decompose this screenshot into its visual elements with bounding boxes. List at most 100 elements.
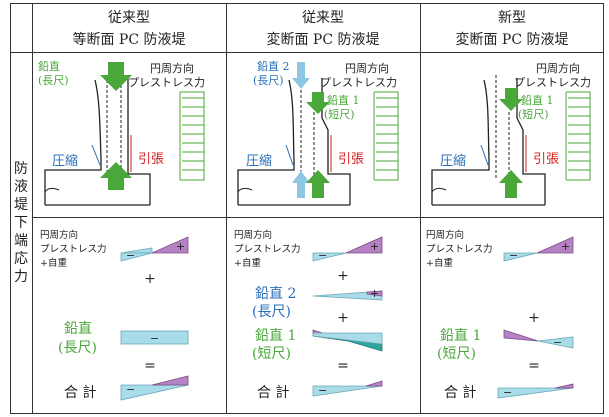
plus-sign: + bbox=[370, 240, 379, 253]
circ-stress-label: 円周方向 bbox=[40, 229, 78, 241]
plus-sign: + bbox=[176, 240, 185, 253]
compression-label: 圧縮 bbox=[440, 153, 466, 169]
bottom-panel-col2: 円周方向 プレストレス力 +自重 − + + 鉛直 2 (長尺) + + 鉛直 … bbox=[234, 229, 383, 401]
header-col1-line1: 従来型 bbox=[108, 10, 150, 26]
stress-total-area bbox=[365, 380, 383, 387]
circ-stress-label: 円周方向 bbox=[426, 229, 464, 241]
circ-label-sub: プレストレス力 bbox=[128, 76, 205, 89]
tension-label: 引張 bbox=[138, 152, 164, 167]
compression-arrow bbox=[285, 144, 294, 166]
header-col1-line2: 等断面 PC 防液堤 bbox=[72, 31, 185, 48]
side-char: 堤 bbox=[14, 197, 28, 213]
vertical1-label-sub: (短尺) bbox=[518, 107, 549, 121]
equals-operator: = bbox=[337, 358, 349, 374]
vertical-label: 鉛直 bbox=[38, 59, 60, 73]
top-panel-col1: 鉛直 (長尺) 円周方向 プレストレス力 圧縮 引張 bbox=[38, 59, 205, 206]
wall-foot-curve bbox=[44, 187, 60, 193]
bottom-panel-col3: 円周方向 プレストレス力 +自重 − + + 鉛直 1 (短尺) − = 合 計… bbox=[426, 229, 574, 401]
vert-long-label: 鉛直 bbox=[64, 320, 92, 337]
compression-label: 圧縮 bbox=[52, 153, 78, 169]
tension-label: 引張 bbox=[338, 152, 364, 167]
side-char: 応 bbox=[14, 251, 28, 267]
stress-total-area bbox=[554, 383, 574, 389]
prestress-arrows bbox=[376, 97, 398, 171]
down-arrow-light bbox=[292, 62, 310, 89]
plus-sign: + bbox=[561, 240, 570, 253]
minus-sign: − bbox=[318, 249, 327, 262]
prestress-arrows bbox=[182, 97, 204, 171]
stress-total-area bbox=[312, 385, 383, 397]
minus-sign: − bbox=[503, 386, 512, 399]
stress-minus-area bbox=[312, 332, 383, 345]
minus-sign: − bbox=[509, 249, 518, 262]
equals-operator: = bbox=[144, 358, 156, 374]
compression-arrow bbox=[91, 144, 101, 166]
prestress-distribution bbox=[565, 91, 591, 181]
wall-outline bbox=[431, 78, 546, 205]
circ-label: 円周方向 bbox=[150, 61, 194, 75]
vertical1-label: 鉛直 1 bbox=[327, 93, 360, 107]
stress-plus-area bbox=[366, 290, 383, 297]
down-arrow bbox=[100, 62, 132, 91]
wall-foot-curve bbox=[431, 187, 447, 193]
vert2-label: 鉛直 2 bbox=[255, 285, 296, 302]
table-grid bbox=[10, 3, 604, 414]
wall-outline bbox=[237, 78, 351, 205]
minus-sign: − bbox=[126, 383, 135, 396]
bottom-panel-col1: 円周方向 プレストレス力 +自重 − + + 鉛直 (長尺) − = 合 計 − bbox=[40, 229, 189, 401]
circ-stress-label: +自重 bbox=[426, 257, 453, 269]
stress-minus-area bbox=[120, 330, 189, 345]
top-panel-col3: 円周方向 プレストレス力 鉛直 1 (短尺) 圧縮 引張 bbox=[431, 61, 591, 206]
vert1-label: 鉛直 1 bbox=[440, 327, 481, 344]
minus-sign: − bbox=[318, 384, 327, 397]
wall-foot-curve bbox=[237, 187, 253, 193]
stress-plus-area bbox=[536, 236, 574, 254]
circ-label-sub: プレストレス力 bbox=[320, 76, 397, 89]
stress-total-area bbox=[497, 387, 574, 399]
compression-arrow bbox=[480, 144, 489, 166]
prestress-distribution bbox=[373, 91, 399, 181]
equals-operator: = bbox=[528, 358, 540, 374]
stress-minus-area bbox=[503, 252, 538, 262]
down-arrow bbox=[306, 92, 330, 114]
stress-total-area bbox=[151, 375, 189, 386]
side-char: 力 bbox=[14, 269, 28, 285]
down-arrow bbox=[499, 88, 523, 111]
side-char: 下 bbox=[14, 215, 28, 231]
plus-operator: + bbox=[144, 271, 156, 287]
top-panel-col2: 鉛直 2 (長尺) 円周方向 プレストレス力 鉛直 1 (短尺) 圧縮 引張 bbox=[237, 59, 399, 206]
vert1-label: 鉛直 1 bbox=[255, 327, 296, 344]
minus-sign: − bbox=[553, 336, 562, 349]
up-arrow bbox=[306, 170, 330, 198]
up-arrow bbox=[100, 162, 132, 190]
prestress-arrows bbox=[568, 97, 590, 171]
circ-stress-label: プレストレス力 bbox=[426, 243, 493, 255]
stress-plus-area bbox=[345, 236, 383, 254]
circ-label-sub: プレストレス力 bbox=[514, 76, 591, 89]
stress-minus-area bbox=[312, 252, 347, 262]
circ-stress-label: プレストレス力 bbox=[234, 243, 301, 255]
stress-plus-area bbox=[151, 236, 189, 254]
vertical1-label-sub: (短尺) bbox=[324, 107, 355, 121]
circ-label: 円周方向 bbox=[345, 61, 389, 75]
vertical1-label: 鉛直 1 bbox=[521, 93, 554, 107]
circ-stress-label: +自重 bbox=[234, 257, 261, 269]
compression-label: 圧縮 bbox=[246, 153, 272, 169]
prestress-distribution bbox=[179, 91, 205, 181]
circ-stress-label: プレストレス力 bbox=[40, 243, 107, 255]
vert1-label-sub: (短尺) bbox=[252, 346, 291, 362]
header-col2-line1: 従来型 bbox=[302, 10, 344, 26]
header-col2-line2: 変断面 PC 防液堤 bbox=[266, 31, 379, 48]
minus-sign: − bbox=[126, 249, 135, 262]
vert2-label-sub: (長尺) bbox=[252, 304, 291, 320]
side-char: 端 bbox=[14, 233, 28, 249]
total-label: 合 計 bbox=[64, 385, 96, 401]
minus-sign: − bbox=[150, 332, 159, 345]
side-char: 防 bbox=[14, 161, 28, 177]
total-label: 合 計 bbox=[257, 385, 289, 401]
stress-plus-area bbox=[503, 329, 539, 342]
header-col3-line1: 新型 bbox=[498, 10, 526, 26]
plus-operator: + bbox=[337, 268, 349, 284]
header-col3-line2: 変断面 PC 防液堤 bbox=[455, 31, 568, 48]
